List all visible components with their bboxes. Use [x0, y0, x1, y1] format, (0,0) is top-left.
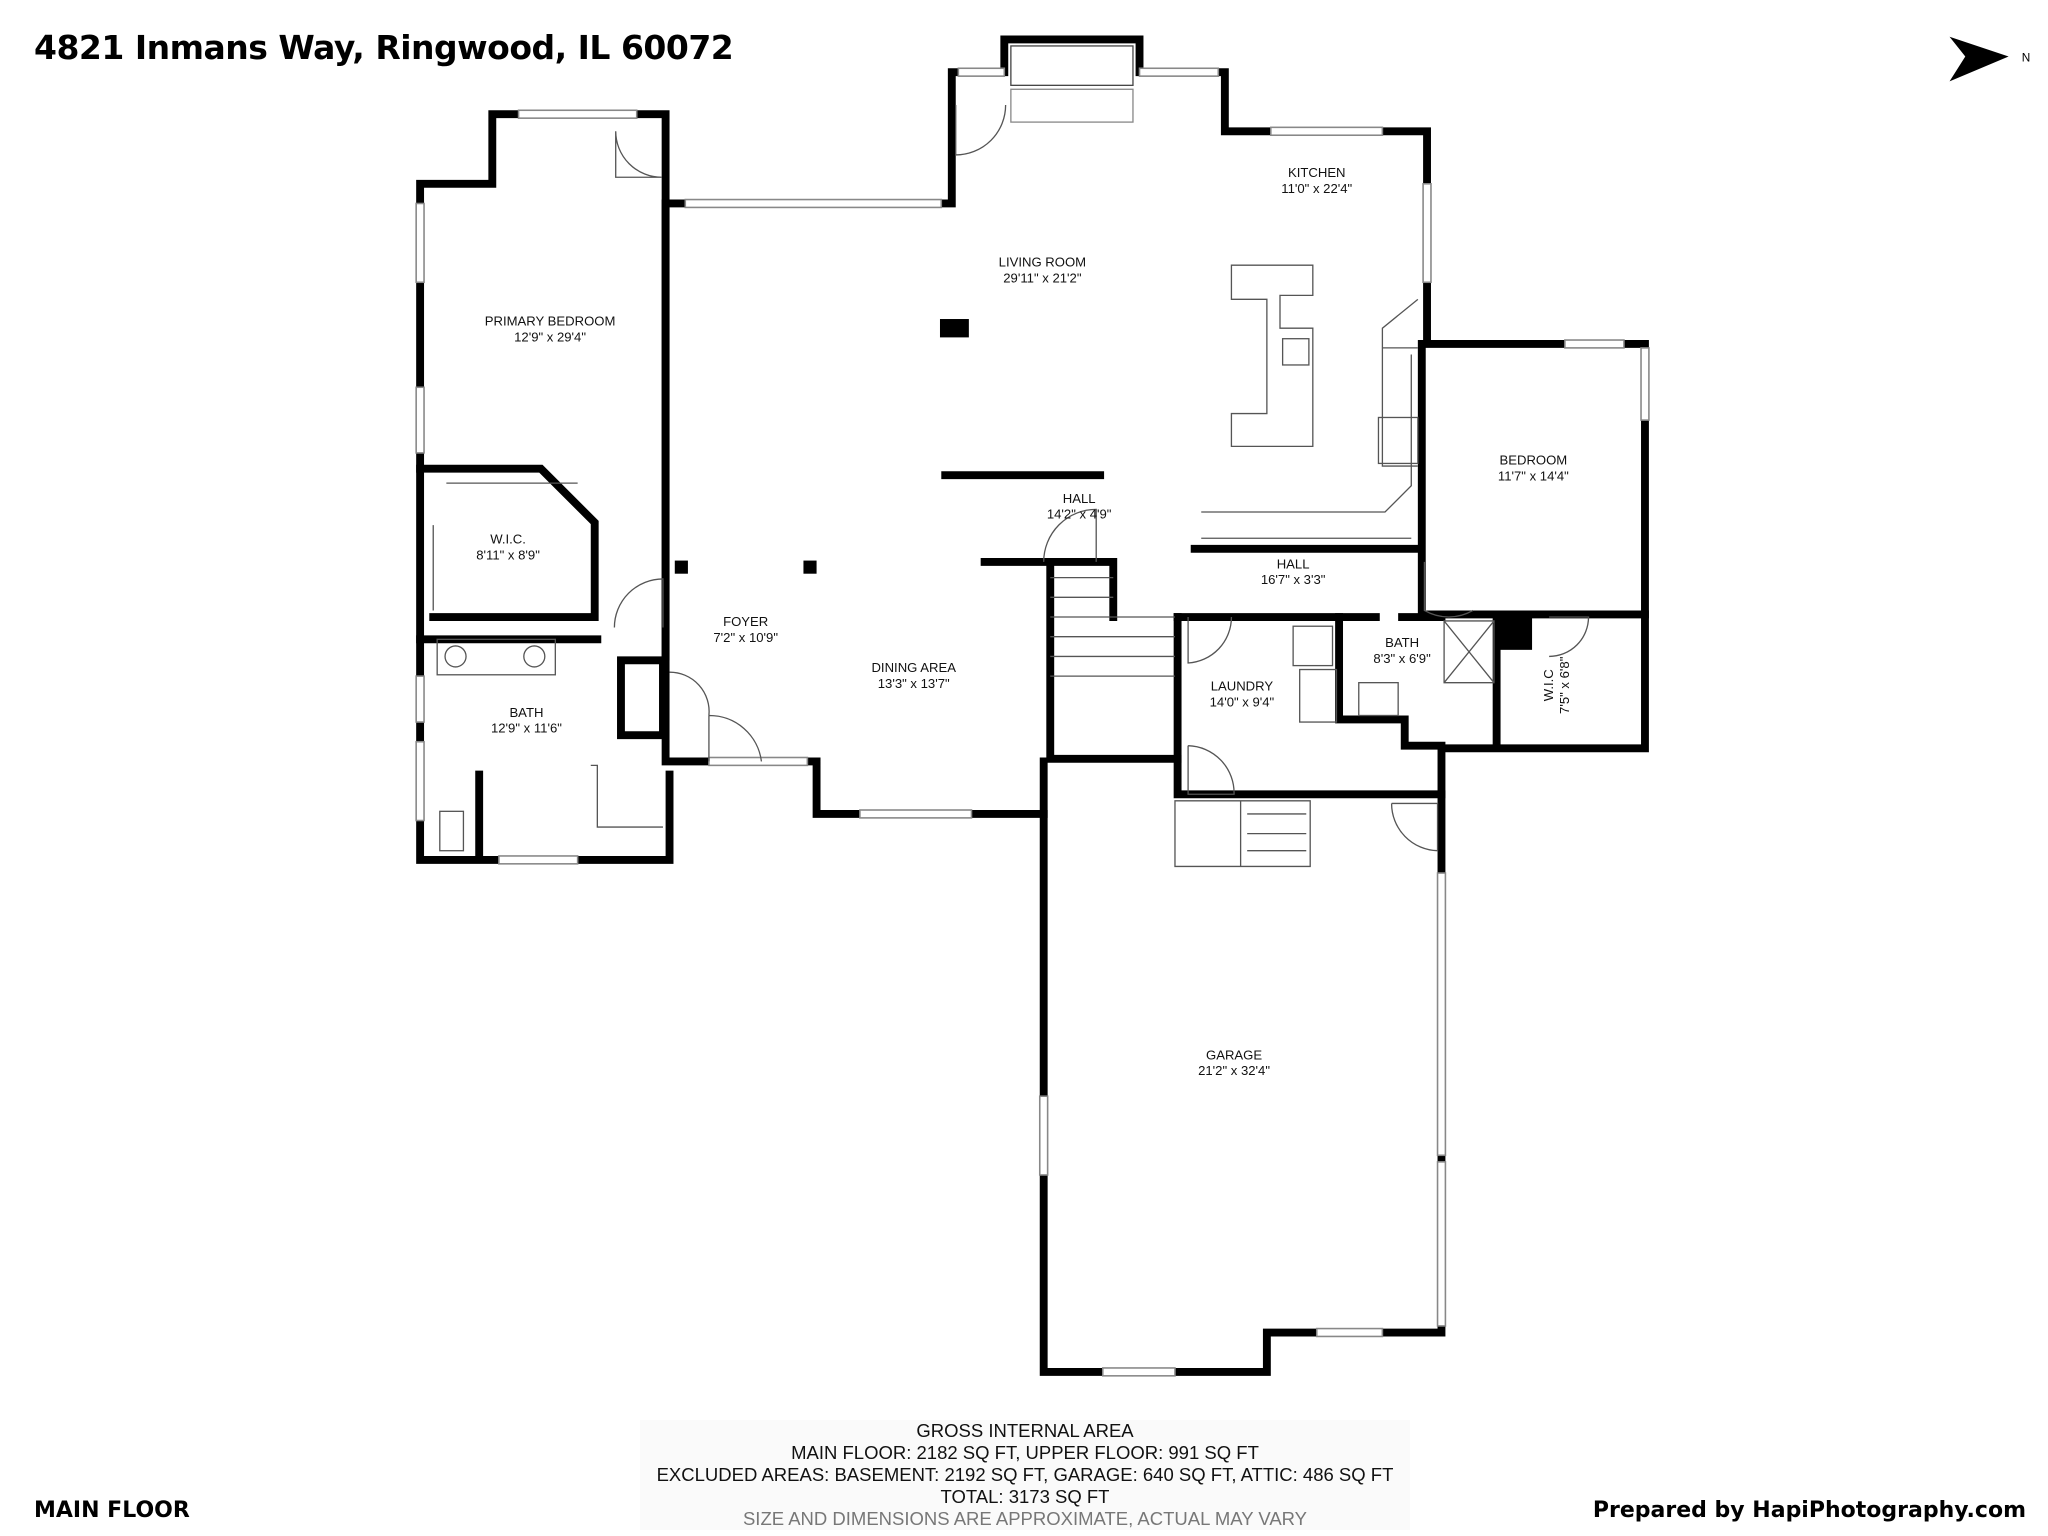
credit-link: Prepared by HapiPhotography.com	[1592, 1498, 2026, 1523]
svg-text:BEDROOM: BEDROOM	[1499, 453, 1567, 468]
svg-text:LIVING ROOM: LIVING ROOM	[999, 255, 1086, 270]
svg-text:7'5" x 6'8": 7'5" x 6'8"	[1557, 656, 1572, 714]
area-summary: GROSS INTERNAL AREA MAIN FLOOR: 2182 SQ …	[640, 1420, 1410, 1530]
svg-text:BATH: BATH	[509, 705, 543, 720]
svg-text:W.I.C: W.I.C	[1541, 669, 1556, 701]
svg-text:LAUNDRY: LAUNDRY	[1211, 679, 1274, 694]
svg-text:8'3" x 6'9": 8'3" x 6'9"	[1373, 651, 1431, 666]
area-line-1: MAIN FLOOR: 2182 SQ FT, UPPER FLOOR: 991…	[791, 1442, 1259, 1463]
svg-text:7'2" x 10'9": 7'2" x 10'9"	[713, 630, 778, 645]
room-wic-primary: W.I.C.8'11" x 8'9"	[476, 532, 540, 563]
svg-text:HALL: HALL	[1277, 556, 1310, 571]
svg-text:KITCHEN: KITCHEN	[1288, 165, 1346, 180]
svg-text:W.I.C.: W.I.C.	[490, 532, 526, 547]
svg-text:DINING AREA: DINING AREA	[871, 660, 956, 675]
svg-text:16'7" x 3'3": 16'7" x 3'3"	[1261, 572, 1326, 587]
svg-text:12'9" x 11'6": 12'9" x 11'6"	[491, 721, 562, 736]
svg-text:12'9" x 29'4": 12'9" x 29'4"	[514, 329, 586, 344]
svg-text:11'0" x 22'4": 11'0" x 22'4"	[1281, 181, 1352, 196]
svg-text:13'3" x 13'7": 13'3" x 13'7"	[878, 676, 950, 691]
walls	[416, 35, 1649, 1376]
svg-text:GARAGE: GARAGE	[1206, 1047, 1262, 1062]
fixtures	[432, 105, 1590, 868]
svg-text:8'11" x 8'9": 8'11" x 8'9"	[476, 547, 540, 562]
area-line-2: EXCLUDED AREAS: BASEMENT: 2192 SQ FT, GA…	[656, 1464, 1394, 1485]
area-total: TOTAL: 3173 SQ FT	[940, 1486, 1110, 1507]
area-note: SIZE AND DIMENSIONS ARE APPROXIMATE, ACT…	[742, 1508, 1308, 1529]
north-arrow-icon: N	[1949, 36, 2031, 82]
svg-text:29'11" x 21'2": 29'11" x 21'2"	[1003, 270, 1082, 285]
property-address: 4821 Inmans Way, Ringwood, IL 60072	[34, 28, 734, 67]
svg-text:21'2" x 32'4": 21'2" x 32'4"	[1198, 1063, 1270, 1078]
svg-text:HALL: HALL	[1063, 491, 1096, 506]
svg-text:PRIMARY BEDROOM: PRIMARY BEDROOM	[485, 314, 616, 329]
svg-text:14'2" x 4'9": 14'2" x 4'9"	[1047, 507, 1112, 522]
svg-text:FOYER: FOYER	[723, 614, 768, 629]
compass-label: N	[2022, 51, 2031, 65]
area-heading: GROSS INTERNAL AREA	[916, 1420, 1134, 1441]
floor-label: MAIN FLOOR	[34, 1498, 190, 1523]
svg-text:11'7" x 14'4": 11'7" x 14'4"	[1498, 468, 1569, 483]
windows	[415, 45, 1650, 1377]
svg-text:BATH: BATH	[1385, 635, 1419, 650]
svg-text:14'0" x 9'4": 14'0" x 9'4"	[1210, 694, 1275, 709]
